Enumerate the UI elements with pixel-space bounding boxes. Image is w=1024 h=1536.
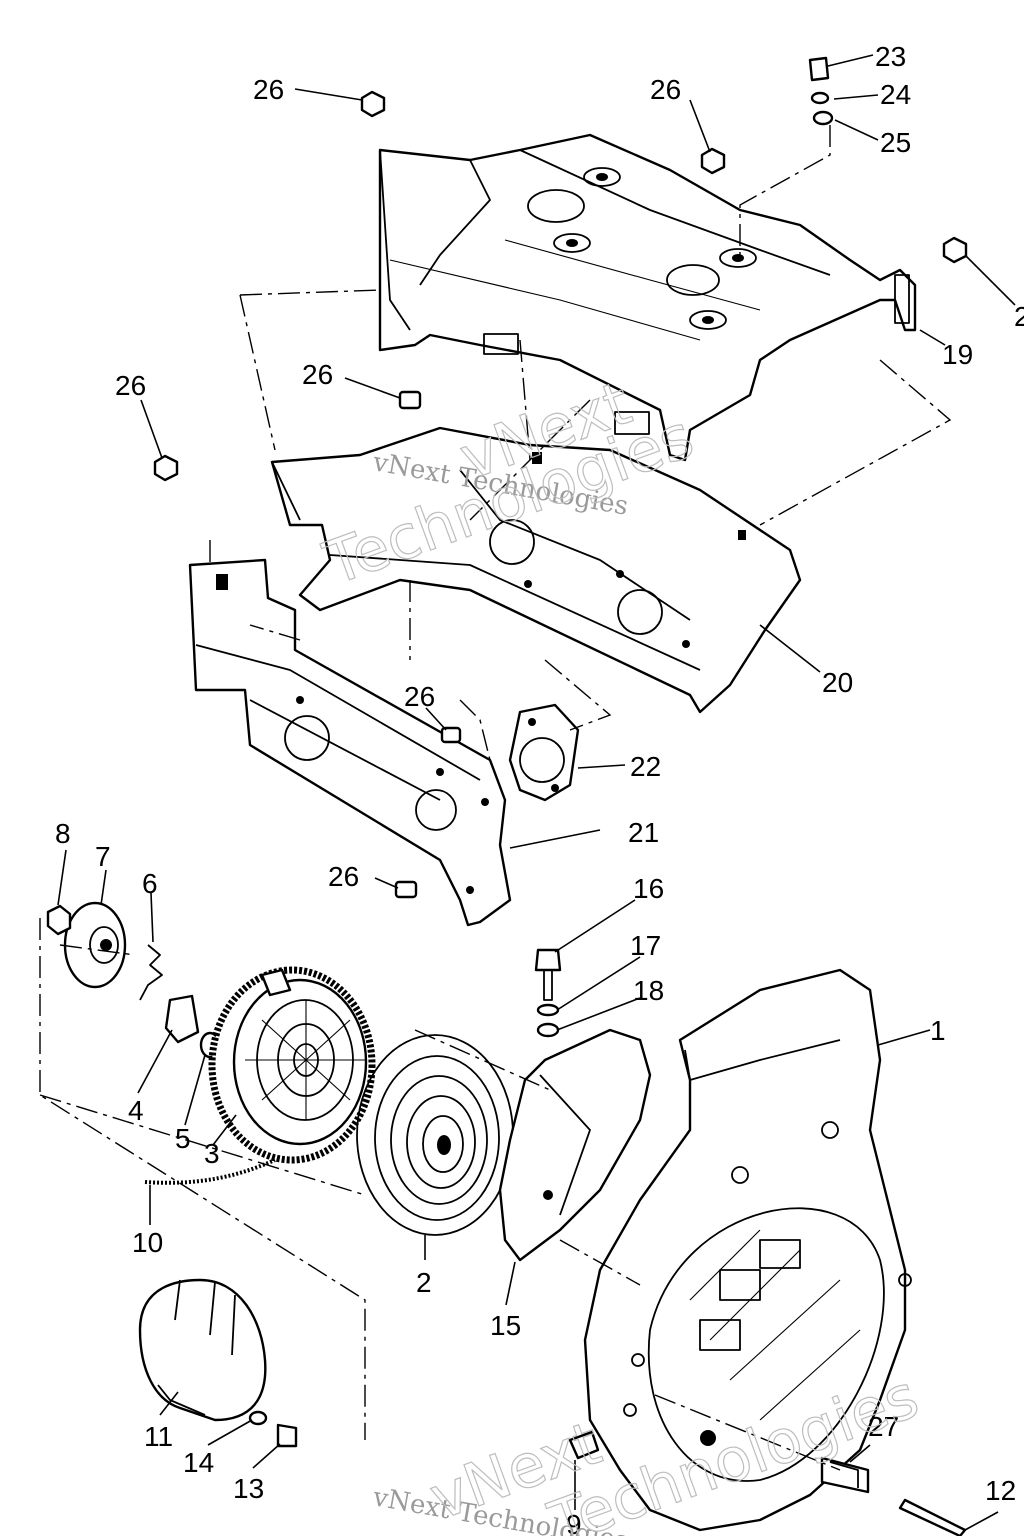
callout-12: 12	[985, 1475, 1016, 1506]
starter-rope-part-10	[144, 1158, 276, 1185]
callout-1: 1	[930, 1015, 946, 1046]
callout-21: 21	[628, 817, 659, 848]
callout-19: 19	[942, 339, 973, 370]
blower-housing-part-1	[583, 968, 912, 1532]
flat-washer-part-18	[536, 1022, 560, 1038]
callout-26-left: 26	[115, 370, 146, 401]
callout-13: 13	[233, 1473, 264, 1504]
spring-clip-part-6	[139, 944, 163, 1001]
upper-shroud-part-19	[378, 133, 917, 462]
lock-washer-part-17	[536, 1003, 560, 1017]
callout-26-mid-left: 26	[302, 359, 333, 390]
gasket-part-22	[508, 703, 580, 802]
callout-17: 17	[630, 930, 661, 961]
callout-18: 18	[633, 975, 664, 1006]
lower-shroud-part-20	[270, 426, 802, 714]
callout-23: 23	[875, 41, 906, 72]
bolt-part-16	[534, 948, 562, 1001]
recoil-spring-part-2	[356, 1034, 514, 1236]
starter-cover-part-7	[63, 901, 127, 989]
callout-8: 8	[55, 818, 71, 849]
leader-lines	[57, 54, 1016, 1531]
callout-26-top-center: 26	[650, 74, 681, 105]
starter-cup-part-11	[138, 1278, 267, 1422]
nut-part-8	[46, 904, 72, 936]
callout-26-bracket: 26	[404, 681, 435, 712]
callout-5: 5	[175, 1123, 191, 1154]
callout-16: 16	[633, 873, 664, 904]
rod-part-12	[898, 1498, 967, 1536]
side-bracket-part-21	[188, 558, 512, 927]
callout-26-top-left: 26	[253, 74, 284, 105]
callout-15: 15	[490, 1310, 521, 1341]
callout-3: 3	[204, 1138, 220, 1169]
callout-6: 6	[142, 868, 158, 899]
callout-22: 22	[630, 751, 661, 782]
callout-9: 9	[566, 1509, 582, 1536]
callout-2: 2	[416, 1267, 432, 1298]
callout-26-lower: 26	[328, 861, 359, 892]
callout-20: 20	[822, 667, 853, 698]
callout-11: 11	[144, 1421, 173, 1452]
clip-part-27	[820, 1456, 870, 1494]
pulley-part-3	[208, 966, 376, 1164]
callout-2-edge: 2	[1014, 301, 1024, 332]
assembly-lines	[39, 125, 952, 1471]
callout-labels: 23 24 25 26 26 26 26 26 26 2 19 20 22 21…	[55, 41, 1024, 1536]
mount-plate-part-15	[498, 1028, 652, 1262]
callout-27: 27	[868, 1411, 899, 1442]
callout-25: 25	[880, 127, 911, 158]
screw-part-13	[276, 1423, 298, 1448]
pawl-part-4	[164, 994, 200, 1044]
washer-part-14	[248, 1410, 268, 1426]
callout-24: 24	[880, 79, 911, 110]
callout-7: 7	[95, 841, 111, 872]
bolt-part-9	[568, 1430, 600, 1460]
callout-14: 14	[183, 1447, 214, 1478]
callout-10: 10	[132, 1227, 163, 1258]
callout-4: 4	[128, 1095, 144, 1126]
